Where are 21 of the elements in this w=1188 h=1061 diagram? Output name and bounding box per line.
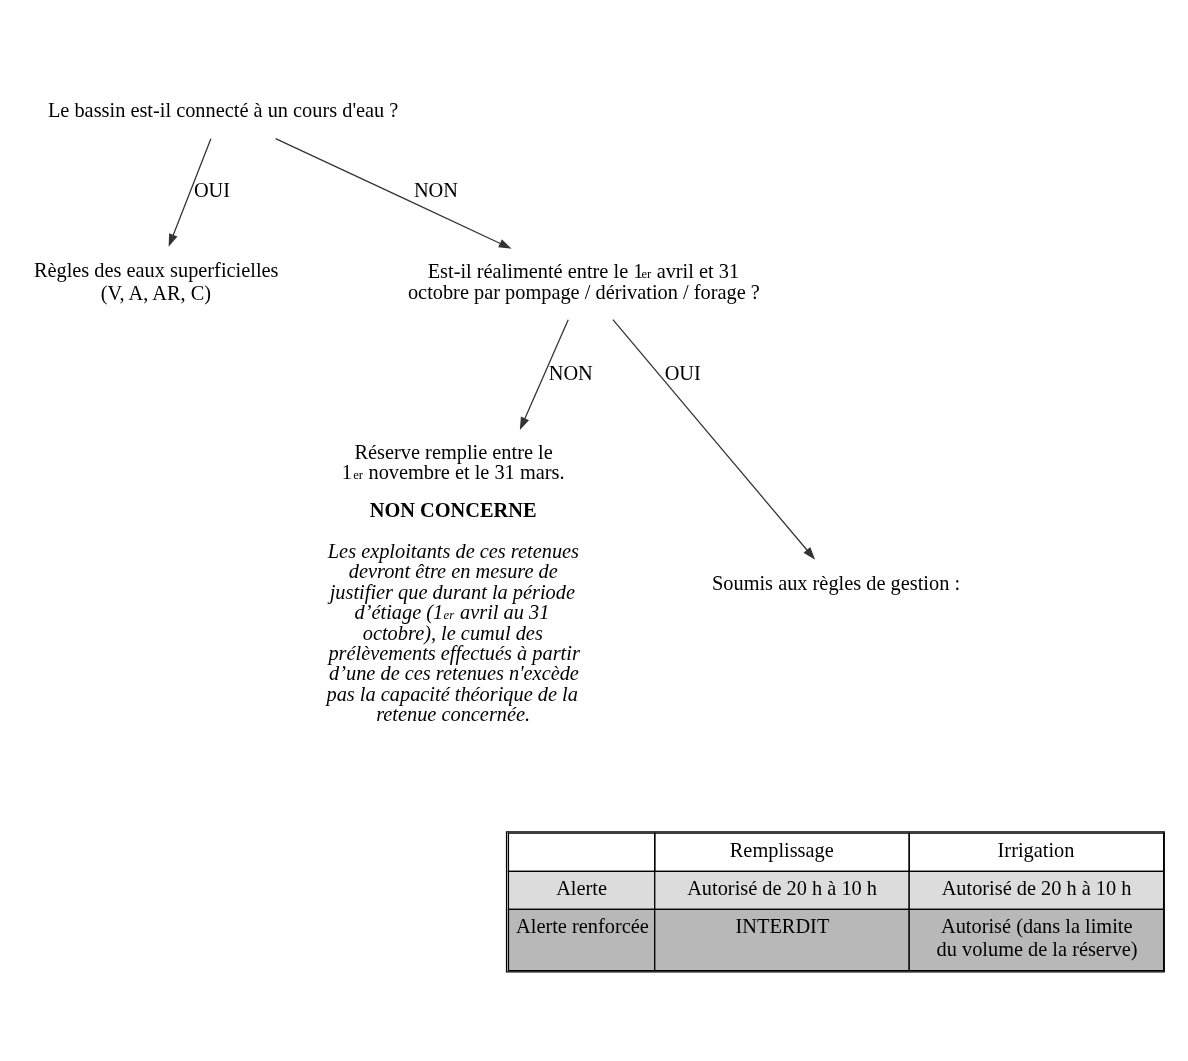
label: Autorisé de 20 h à 10 h: [941, 876, 1132, 899]
edge-label: NON: [548, 361, 593, 384]
label: Irrigation: [997, 838, 1075, 861]
label: INTERDIT: [735, 914, 830, 937]
arrow: [274, 137, 512, 249]
edge-label: OUI: [193, 178, 231, 201]
edge-label: NON: [413, 178, 458, 201]
node-text: Est-il réalimenté entre le 1er avril et 31 octobre par pompage / dérivation / forage ?: [407, 259, 760, 303]
label: Remplissage: [729, 838, 834, 861]
label: Autorisé (dans la limite du volume de la réserve): [936, 914, 1138, 960]
label: Autorisé de 20 h à 10 h: [687, 876, 878, 899]
node-text: Réserve remplie entre le 1er novembre et le 31 mars. NON CONCERNE Les exploitants de ces retenues devront être en mesure de justifier que durant la période d’étiage (1er avril au 31 octobre), le cumul des prélèvements effectués à partir d’une de ces retenues n'excède pas la capacité théorique de la retenue concernée.: [326, 440, 580, 725]
edge-label: OUI: [664, 361, 701, 384]
node-text: Soumis aux règles de gestion :: [712, 571, 961, 594]
node-text: Le bassin est-il connecté à un cours d'eau ?: [47, 98, 399, 121]
label: Alerte: [556, 876, 607, 899]
label: Alerte renforcée: [516, 914, 649, 937]
arrow: [168, 137, 212, 247]
arrow: [612, 318, 816, 560]
node-text: Règles des eaux superficielles (V, A, AR, C): [33, 258, 279, 304]
arrow: [519, 318, 569, 430]
